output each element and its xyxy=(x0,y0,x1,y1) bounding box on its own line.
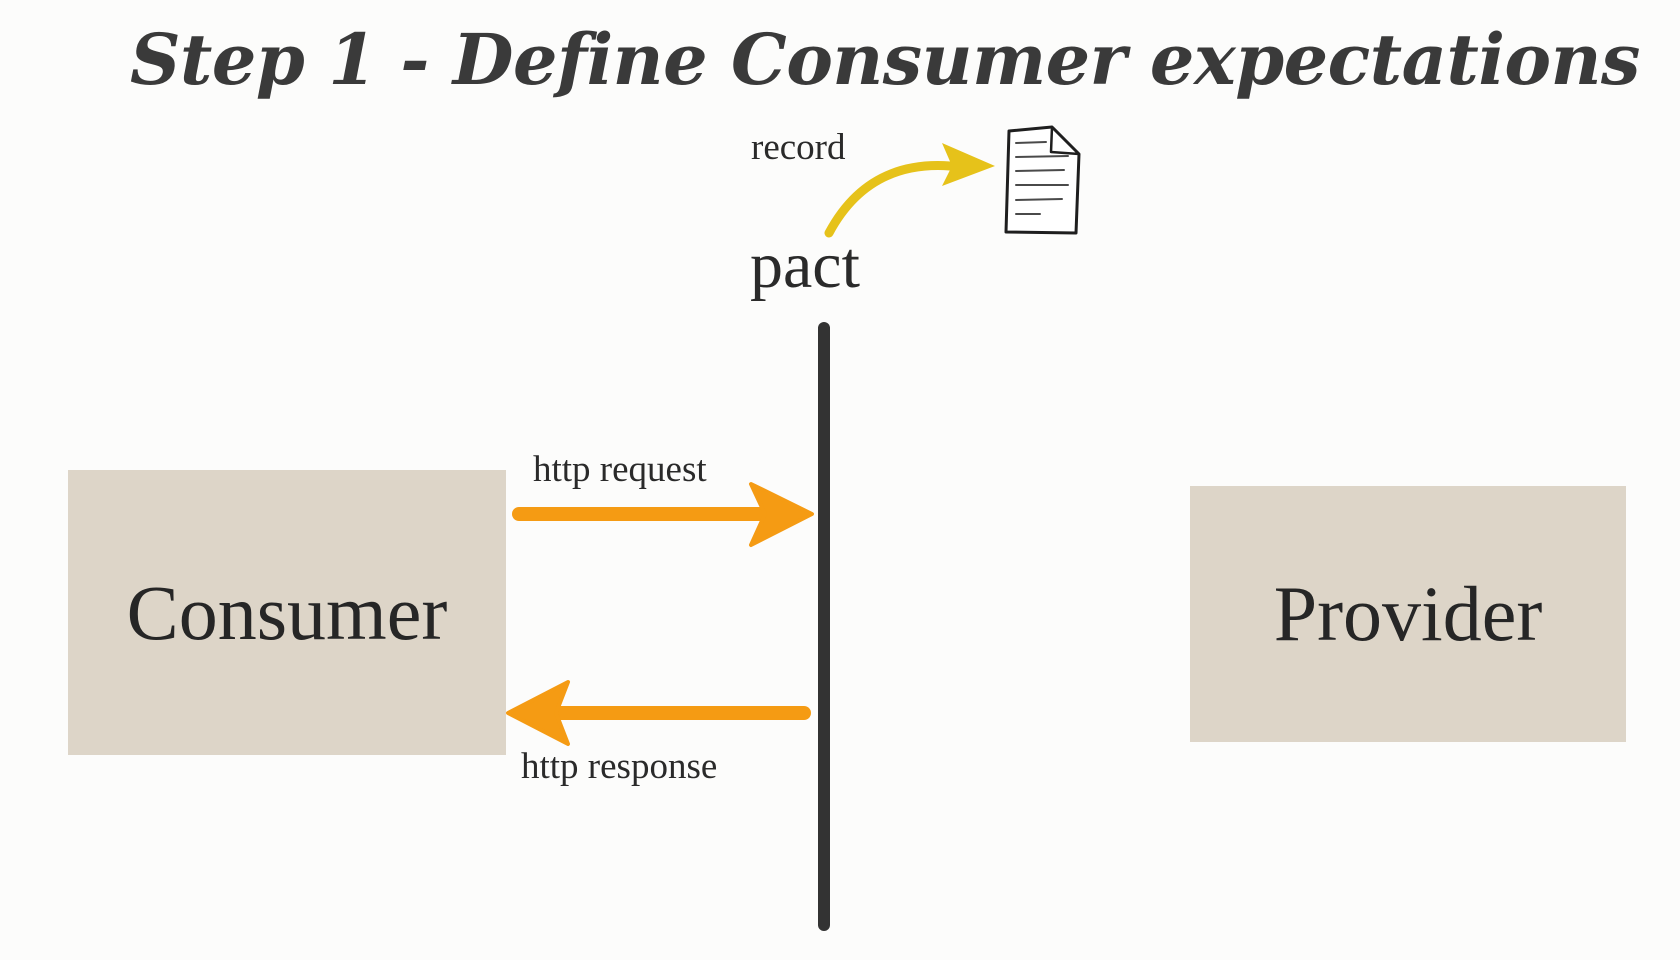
http-response-arrow xyxy=(506,680,811,746)
record-label: record xyxy=(751,127,846,168)
provider-box: Provider xyxy=(1190,486,1626,742)
document-icon xyxy=(1004,125,1081,235)
provider-label: Provider xyxy=(1273,570,1543,657)
pact-label: pact xyxy=(750,229,860,302)
http-response-label: http response xyxy=(521,746,718,787)
http-request-label: http request xyxy=(533,449,707,490)
slide-title: Step 1 - Define Consumer expectations xyxy=(130,18,1640,101)
consumer-box: Consumer xyxy=(68,470,506,755)
record-arrow xyxy=(824,143,995,238)
consumer-label: Consumer xyxy=(126,568,448,656)
http-request-arrow xyxy=(512,482,814,547)
